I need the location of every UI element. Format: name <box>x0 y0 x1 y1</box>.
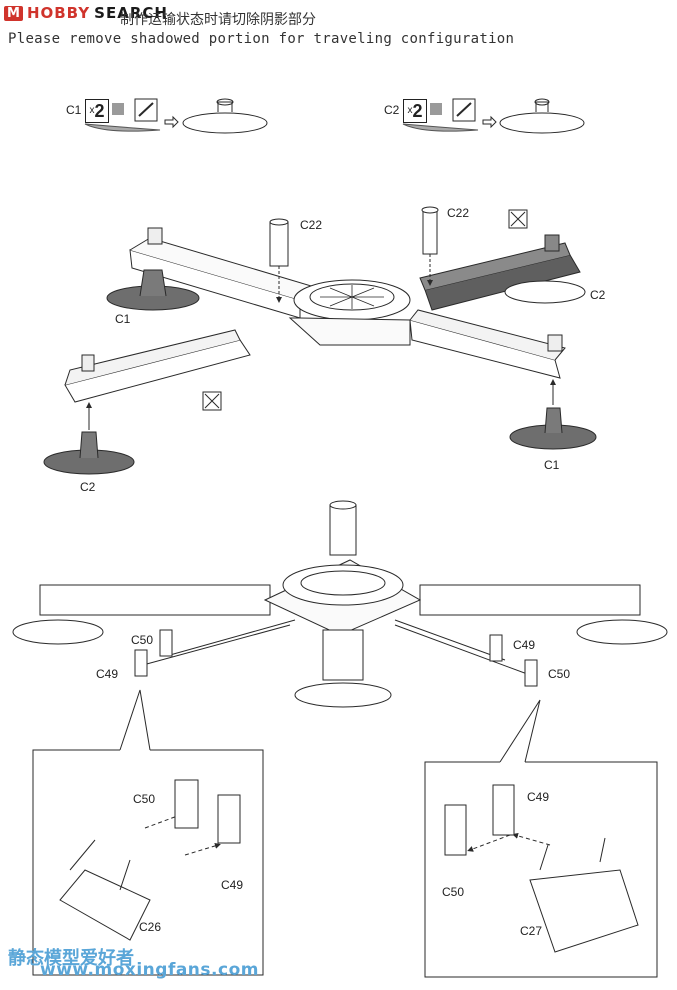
part-c26 <box>59 869 151 941</box>
multiplier-badge-left: x2 <box>85 99 109 123</box>
multiplier-prefix: x <box>407 105 413 116</box>
detail-left-c50: C50 <box>133 792 156 806</box>
part-c27 <box>529 869 639 953</box>
detail-right-c49: C49 <box>527 790 550 804</box>
multiplier-value: 2 <box>412 101 423 121</box>
arrow-icon-right <box>482 115 497 129</box>
chinese-instruction: 制作运输状态时请切除阴影部分 <box>120 12 316 28</box>
multiplier-badge-right: x2 <box>403 99 427 123</box>
central-body <box>288 317 411 346</box>
step-row-left <box>84 98 268 134</box>
detail-left-c49: C49 <box>221 878 244 892</box>
footpad-result-right <box>499 112 585 134</box>
part-c50-right-detail <box>444 804 467 856</box>
step-part-c2: C2 <box>384 103 400 117</box>
part-c50-left-detail <box>174 779 199 829</box>
detail-frame-left <box>32 689 264 976</box>
footpad-right-deployed <box>576 619 668 645</box>
brand-box: M <box>4 5 23 21</box>
arm-left-deployed <box>39 584 271 616</box>
hobbysearch-watermark: M HOBBY SEARCH <box>4 4 168 22</box>
detail-left-c26: C26 <box>139 920 162 934</box>
label-c1-lower: C1 <box>544 458 560 472</box>
arm-right-deployed <box>419 584 641 616</box>
lower-deployed-assembly <box>12 500 668 708</box>
upper-outrigger-assembly <box>43 206 597 475</box>
footpad-bottom-deployed <box>294 682 392 708</box>
label-c2-lower: C2 <box>80 480 96 494</box>
footpad-left-deployed <box>12 619 104 645</box>
multiplier-value: 2 <box>94 101 105 121</box>
site-name-watermark: 静态模型爱好者 <box>8 948 134 969</box>
label-c22-right: C22 <box>447 206 470 220</box>
footpad-result-left <box>182 112 268 134</box>
bracket-c49-left <box>134 649 148 677</box>
label-c49-left: C49 <box>96 667 119 681</box>
brand-hobby: HOBBY <box>26 4 91 22</box>
label-c50-right: C50 <box>548 667 571 681</box>
mast-bottom <box>322 629 364 681</box>
brand-search: SEARCH <box>94 4 168 22</box>
detail-frame-right <box>424 699 658 978</box>
detail-right-c27: C27 <box>520 924 543 938</box>
arm-lower-left <box>64 339 251 403</box>
footpad-c2-upper <box>504 280 586 304</box>
shaded-base-right <box>402 123 479 132</box>
bracket-c50-left <box>159 629 173 657</box>
part-c49-right-detail <box>492 784 515 836</box>
label-c2-upper: C2 <box>590 288 606 302</box>
shaded-base-left <box>84 123 161 132</box>
detail-right-c50: C50 <box>442 885 465 899</box>
bracket-c50-right <box>524 659 538 687</box>
shade-swatch-left <box>112 103 124 115</box>
mast-top <box>329 504 357 556</box>
label-c49-right: C49 <box>513 638 536 652</box>
pin-c22-right <box>422 209 438 255</box>
label-c22-left: C22 <box>300 218 323 232</box>
step-row-right <box>402 98 585 134</box>
multiplier-prefix: x <box>89 105 95 116</box>
arrow-icon-left <box>164 115 179 129</box>
part-c49-left-detail <box>217 794 241 844</box>
site-url-watermark: www.moxingfans.com <box>40 960 259 980</box>
label-c1-upper: C1 <box>115 312 131 326</box>
bracket-c49-right <box>489 634 503 662</box>
pin-c22-left <box>269 221 289 267</box>
step-part-c1: C1 <box>66 103 82 117</box>
english-instruction: Please remove shadowed portion for trave… <box>8 31 515 47</box>
shade-swatch-right <box>430 103 442 115</box>
label-c50-left: C50 <box>131 633 154 647</box>
